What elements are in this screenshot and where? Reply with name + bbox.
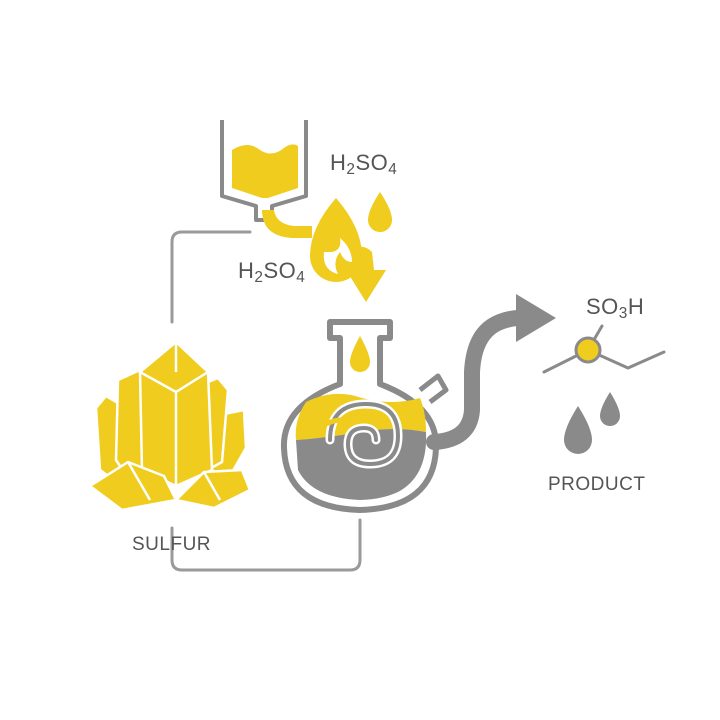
connector-crystal-to-flask <box>170 518 362 572</box>
flame-icon <box>310 198 362 282</box>
sulfonic-group-label: SO3H <box>586 294 644 323</box>
acid-label-mid-so: SO <box>263 258 297 283</box>
connector-hopper-to-crystal <box>170 230 252 324</box>
molecule-icon <box>542 324 666 374</box>
acid-label-top-h: H <box>330 150 347 175</box>
acid-label-mid: H2SO4 <box>238 258 305 287</box>
acid-drop-icon <box>368 192 392 232</box>
sulfonic-group-sub: 3 <box>618 304 628 322</box>
product-drops-icon <box>564 392 620 454</box>
acid-label-mid-h: H <box>238 258 255 283</box>
acid-label-mid-sub2: 4 <box>296 268 306 286</box>
down-arrow-icon <box>346 246 386 302</box>
hopper-icon <box>220 120 312 238</box>
acid-label-top-sub1: 2 <box>346 160 356 178</box>
sulfonic-group-h: H <box>627 294 645 319</box>
sulfur-label: SULFUR <box>132 534 212 555</box>
acid-label-top-sub2: 4 <box>388 160 398 178</box>
arrowhead-icon <box>516 294 556 342</box>
flask-icon <box>280 319 449 513</box>
connector-lines <box>170 230 362 572</box>
crystal-icon <box>88 340 252 512</box>
curved-arrow-icon <box>426 310 528 450</box>
sulfonic-group-so: SO <box>586 294 619 319</box>
acid-label-mid-sub1: 2 <box>254 268 264 286</box>
acid-label-top: H2SO4 <box>330 150 397 179</box>
swirl-icon <box>319 399 403 469</box>
acid-label-top-so: SO <box>355 150 389 175</box>
product-label: PRODUCT <box>548 474 646 495</box>
